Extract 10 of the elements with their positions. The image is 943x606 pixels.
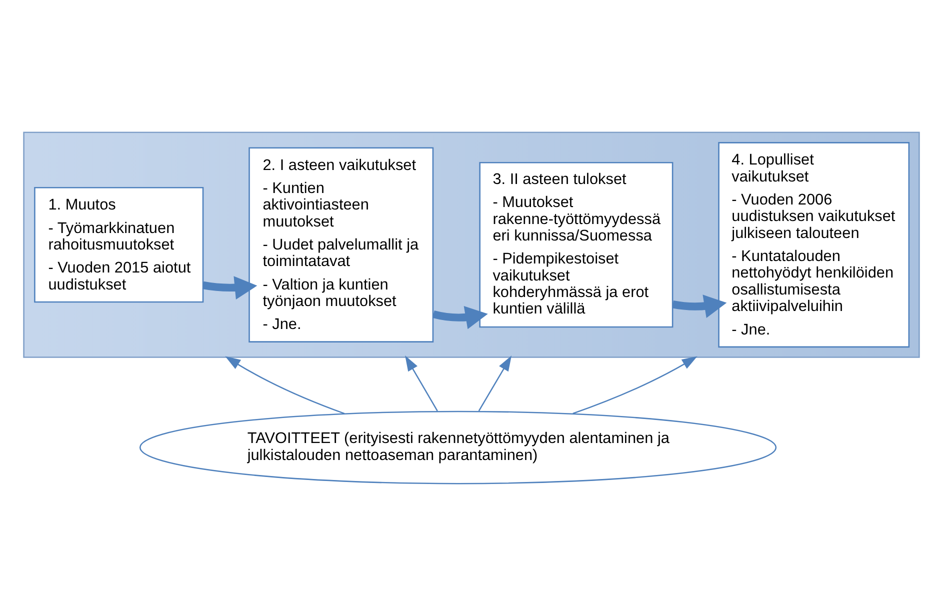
node-box: 1. Muutos - Työmarkkinatuen rahoitusmuutokset - Vuoden 2015 aiotut uudistukset (34, 187, 204, 303)
arrow (572, 356, 698, 414)
arrow (225, 356, 345, 414)
cluster (23, 132, 920, 358)
arrow (478, 356, 512, 412)
arrow (405, 356, 438, 412)
node-box: 4. Lopulliset vaikutukset - Vuoden 2006 uudistuksen vaikutukset julkiseen talouteen - Kuntatalouden nettohyödyt henkilöiden osallistumisesta aktiivipalveluihin - Jne. (718, 142, 910, 348)
node-box: 3. II asteen tulokset - Muutokset rakenne-työttömyydessä eri kunnissa/Suomessa - Pidempikestoiset vaikutukset kohderyhmässä ja erot kuntien välillä (479, 162, 674, 328)
node-box: 2. I asteen vaikutukset - Kuntien aktivointiasteen muutokset - Uudet palvelumallit ja toimintatavat - Valtion ja kuntien työnjaon muutokset - Jne. (248, 147, 434, 342)
node-ellipse: TAVOITTEET (erityisesti rakennetyöttömyyden alentaminen ja julkistalouden nettoaseman parantaminen) (139, 410, 777, 484)
